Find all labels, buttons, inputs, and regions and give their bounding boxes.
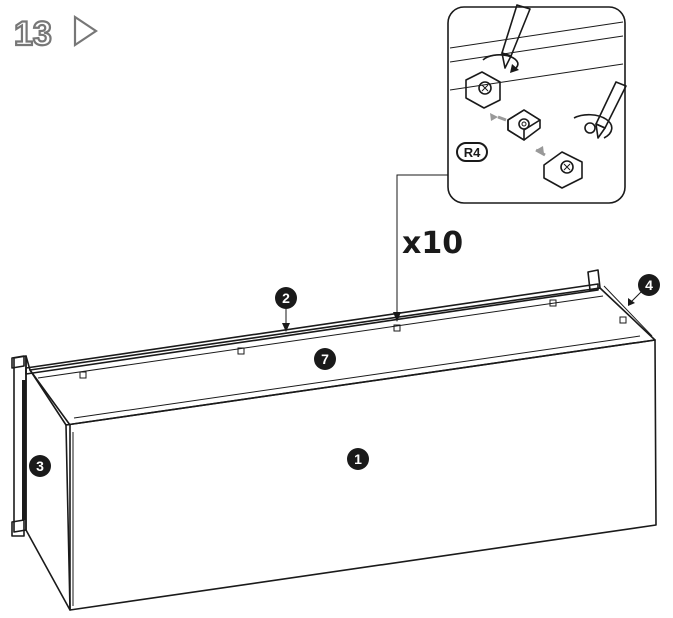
square-plate — [507, 109, 541, 141]
part-callout-1: 1 — [347, 448, 369, 470]
part-3-label: 3 — [36, 458, 44, 474]
leader-line — [396, 174, 448, 318]
cam-bracket — [543, 151, 583, 189]
part-callout-7: 7 — [314, 348, 336, 370]
front-panel — [65, 339, 657, 611]
part-7-label: 7 — [321, 351, 329, 367]
rotate-arrow-icon — [482, 54, 519, 69]
detail-inset: R4 — [447, 4, 627, 204]
gray-arrow-icon — [490, 113, 498, 121]
cam-fitting — [619, 316, 627, 324]
step-arrow-icon — [73, 14, 98, 48]
rotate-arrow-icon — [573, 113, 613, 139]
quantity-label: x10 — [402, 226, 463, 261]
hardware-label: R4 — [464, 145, 481, 160]
right-side-panel — [587, 269, 601, 291]
cam-fitting — [237, 347, 245, 355]
cam-fitting — [79, 371, 87, 379]
cabinet — [11, 269, 657, 611]
part-2-label: 2 — [282, 290, 290, 306]
screwdriver-icon — [584, 81, 627, 139]
cam-fitting — [549, 299, 557, 307]
part-4-label: 4 — [645, 277, 653, 293]
part-1-label: 1 — [354, 451, 362, 467]
top-panel — [29, 287, 656, 426]
part-callout-4: 4 — [628, 274, 660, 306]
hardware-label-badge — [456, 142, 488, 162]
cam-fitting — [393, 324, 401, 332]
part-callout-3: 3 — [29, 455, 51, 477]
step-number: 13 — [14, 15, 52, 53]
part-callout-2: 2 — [275, 287, 297, 332]
cam-bracket — [465, 71, 501, 109]
